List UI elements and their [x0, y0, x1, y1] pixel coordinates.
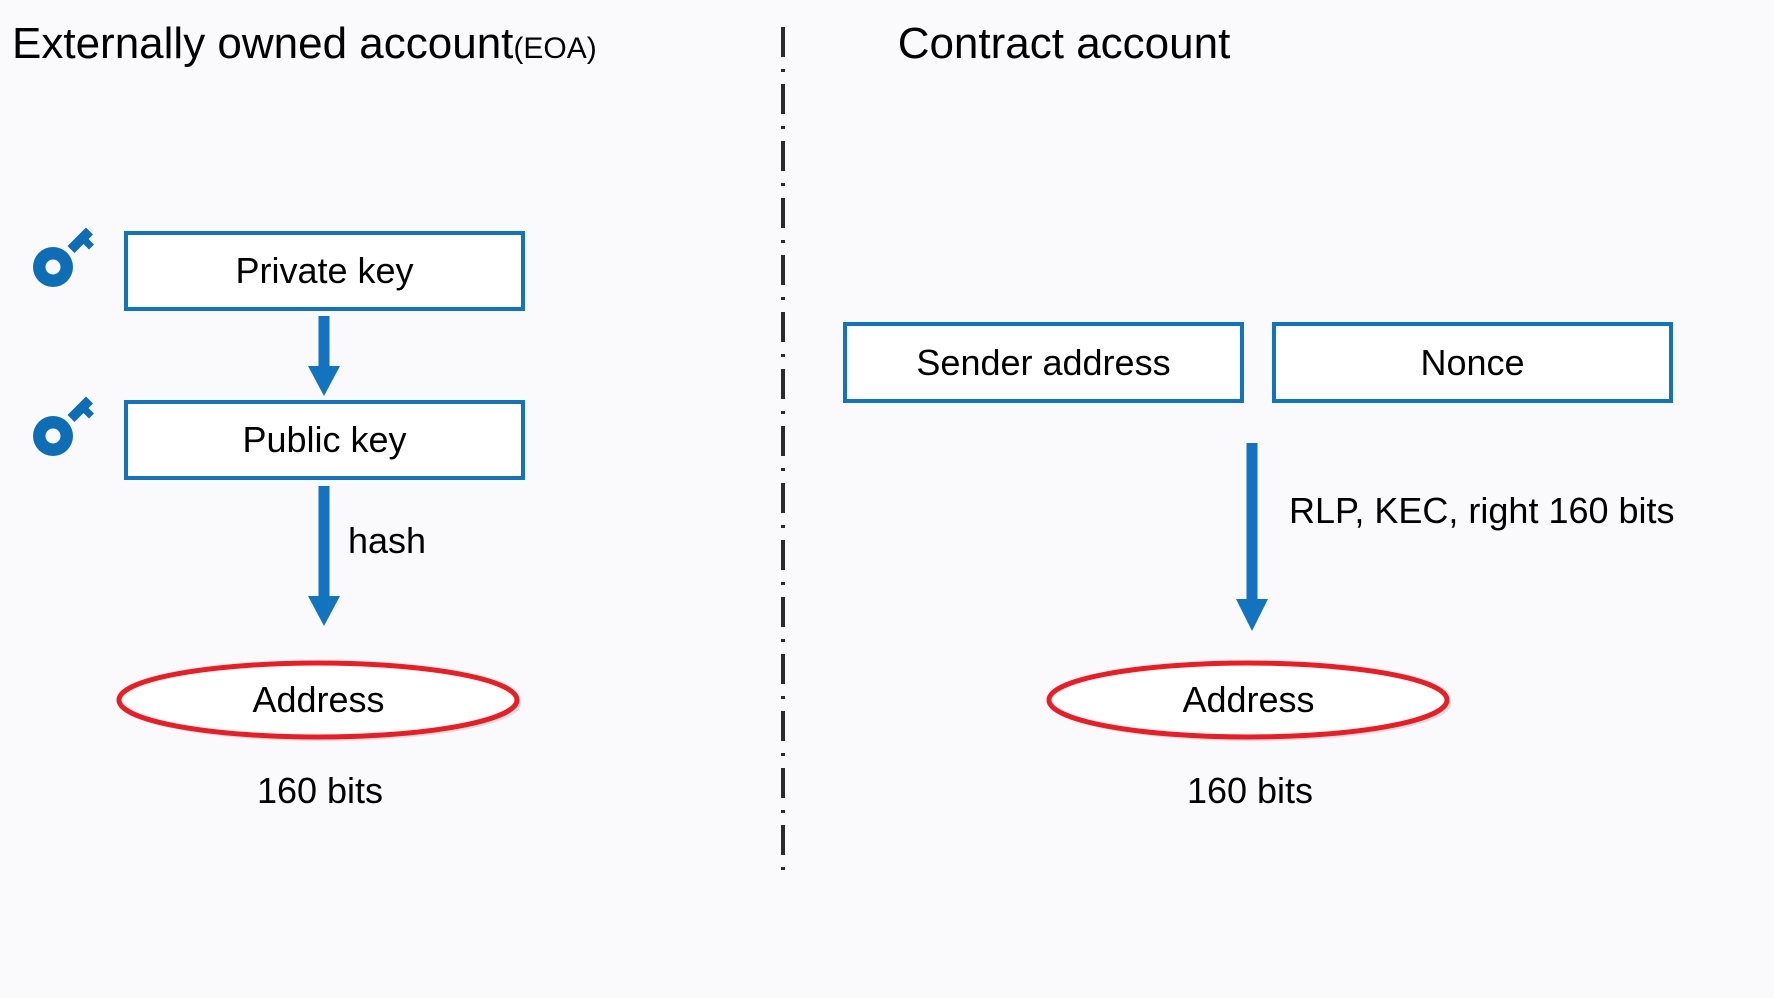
caption-address-bits-eoa: 160 bits	[256, 770, 384, 811]
node-nonce: Nonce	[1272, 322, 1673, 403]
arrow-label-rlp-kec: RLP, KEC, right 160 bits	[1289, 490, 1675, 531]
arrow-label-hash: hash	[348, 520, 427, 561]
node-address-contract: Address	[1046, 660, 1456, 748]
caption-address-bits-contract: 160 bits	[1186, 770, 1314, 811]
arrow-private-to-public	[300, 316, 348, 398]
node-private-key: Private key	[124, 231, 525, 311]
arrow-public-to-address	[300, 486, 348, 628]
panel-divider	[781, 27, 785, 877]
page-title-contract: Contract account	[897, 19, 1231, 68]
node-public-key: Public key	[124, 400, 525, 480]
node-sender-address: Sender address	[843, 322, 1244, 403]
title-eoa-main: Externally owned account	[12, 19, 514, 68]
node-address-eoa-label: Address	[252, 679, 385, 720]
title-eoa-suffix: (EOA)	[513, 32, 597, 65]
node-address-contract-label: Address	[1182, 679, 1315, 720]
key-icon	[26, 385, 104, 463]
page-title-eoa: Externally owned account(EOA)	[12, 22, 597, 66]
key-icon	[26, 216, 104, 294]
arrow-inputs-to-address	[1226, 443, 1278, 633]
node-address-eoa: Address	[116, 660, 526, 748]
